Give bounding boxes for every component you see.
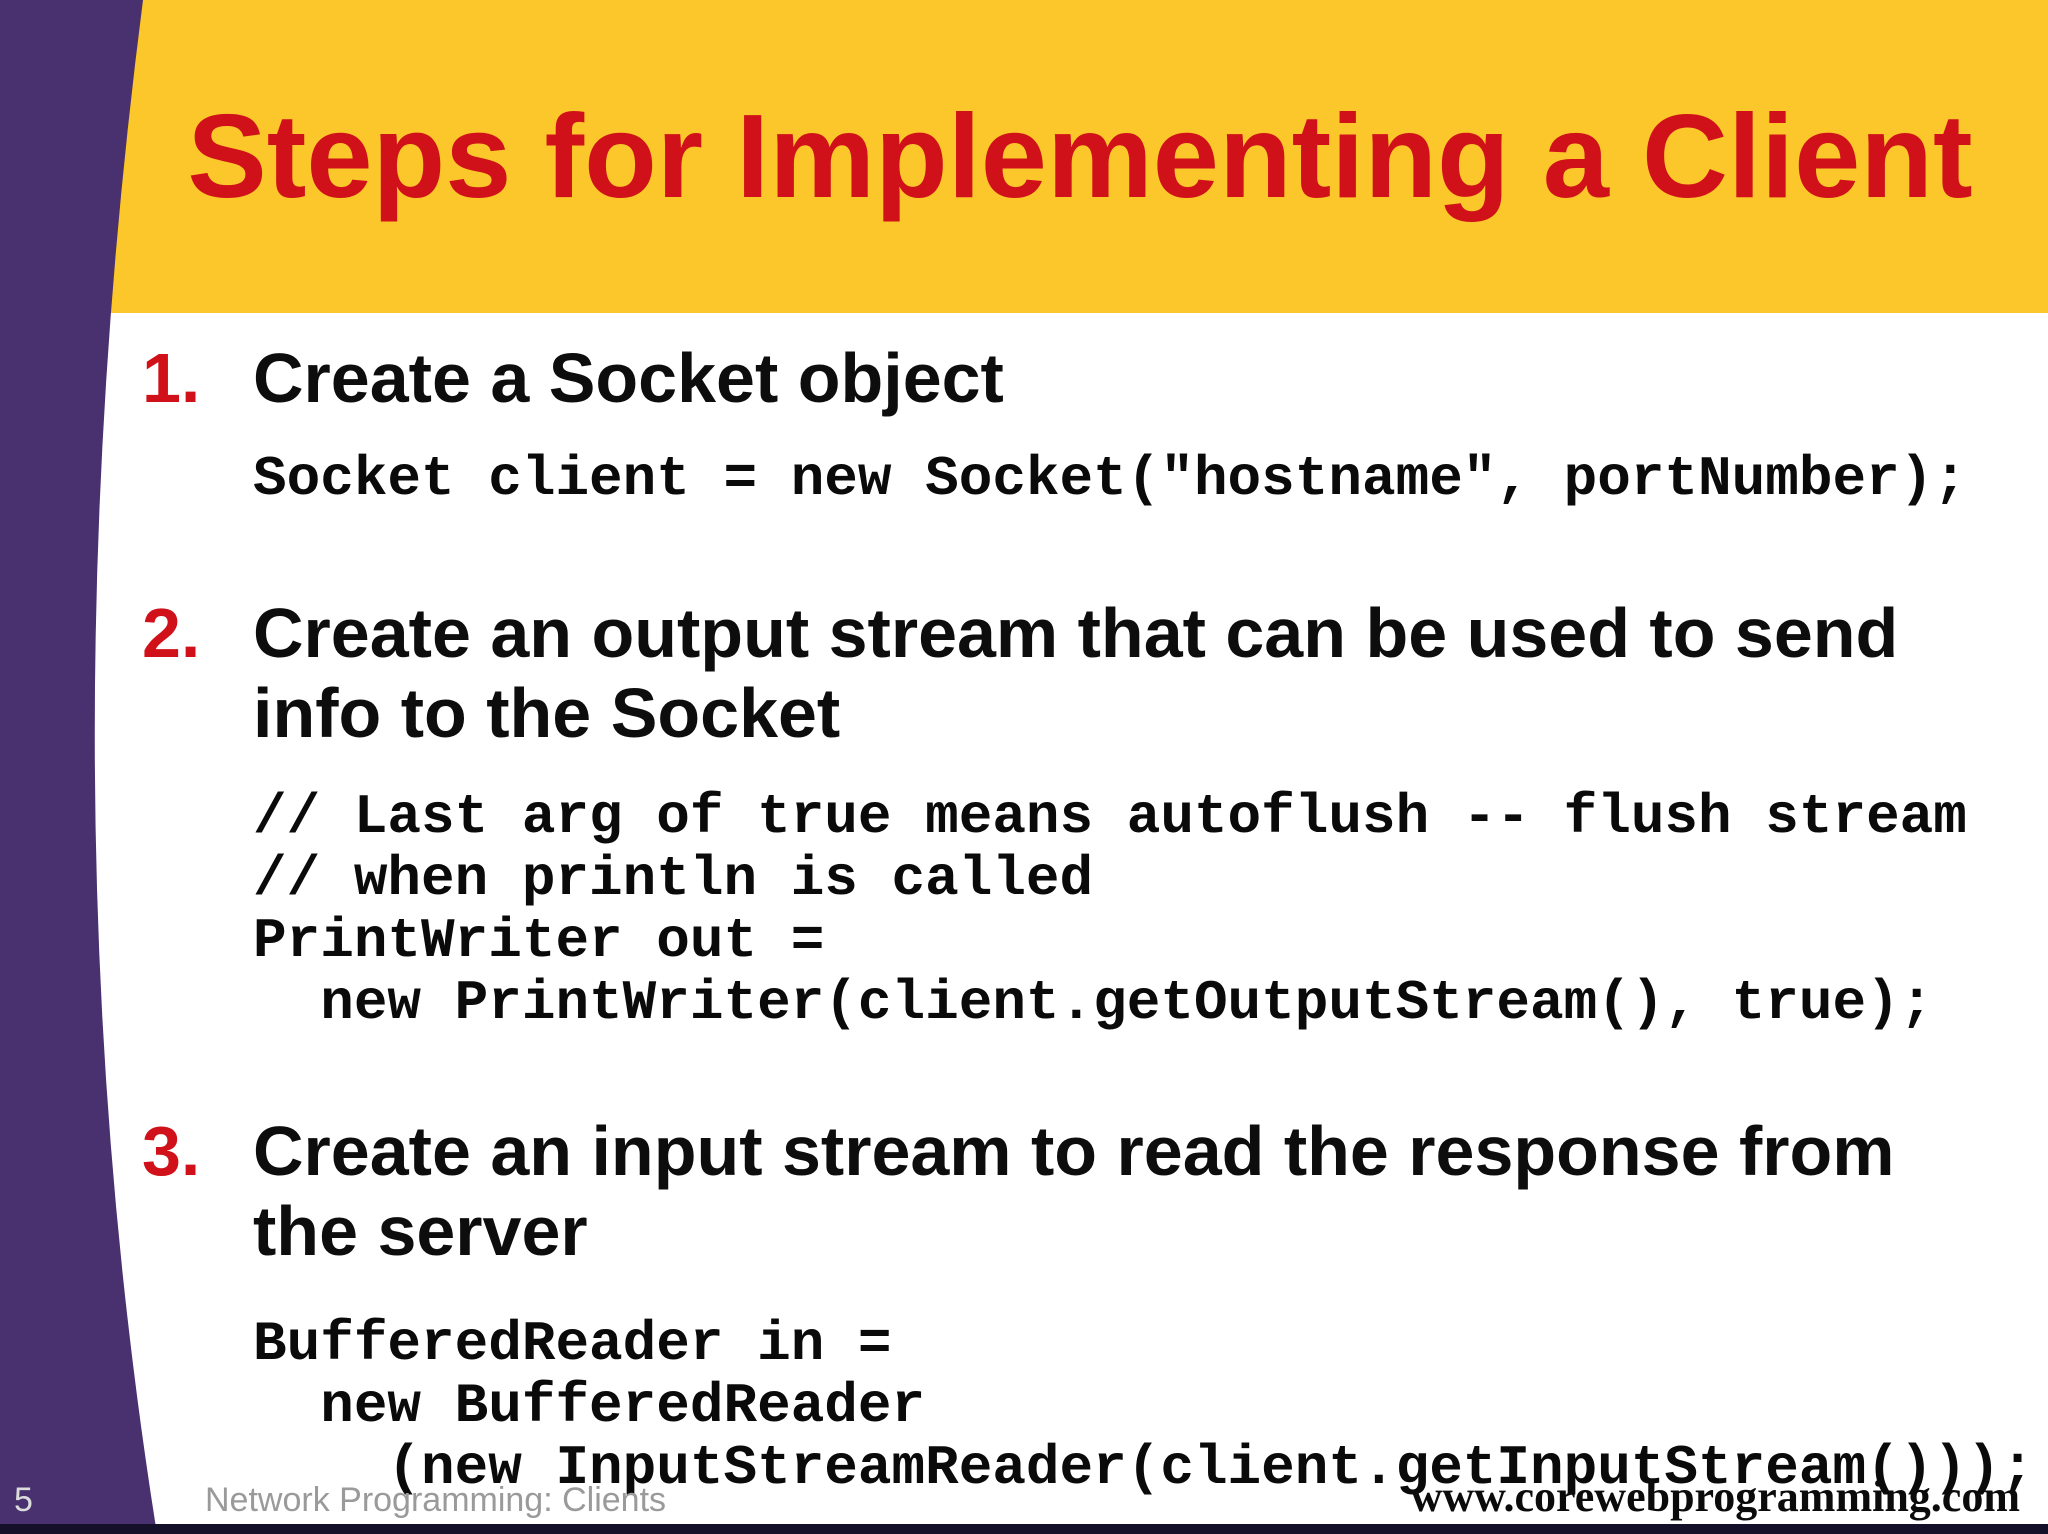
item-1-code-block: Socket client = new Socket("hostname", p… <box>253 447 1967 511</box>
list-item-3: 3. Create an input stream to read the re… <box>142 1111 2048 1499</box>
item-3-number: 3. <box>142 1112 201 1190</box>
footer-url: www.corewebprogramming.com <box>1410 1472 2020 1521</box>
item-3-code-block: BufferedReader in = new BufferedReader (… <box>253 1312 2035 1500</box>
page-number: 5 <box>14 1481 33 1519</box>
footer-title: Network Programming: Clients <box>205 1481 667 1519</box>
footer-bottom-bar <box>0 1524 2048 1534</box>
item-2-number: 2. <box>142 594 201 672</box>
list-item-2: 2. Create an output stream that can be u… <box>142 593 2048 1034</box>
item-2-heading: Create an output stream that can be used… <box>253 594 1899 752</box>
steps-list: 1. Create a Socket object Socket client … <box>0 313 2048 1499</box>
item-2-code-block: // Last arg of true means autoflush -- f… <box>253 785 1967 1035</box>
title-band: Steps for Implementing a Client <box>0 0 2048 313</box>
list-item-1: 1. Create a Socket object Socket client … <box>142 338 2048 510</box>
item-1-heading: Create a Socket object <box>253 339 1004 417</box>
item-1-number: 1. <box>142 339 201 417</box>
item-3-heading: Create an input stream to read the respo… <box>253 1112 1895 1270</box>
slide-title: Steps for Implementing a Client <box>187 90 1973 223</box>
